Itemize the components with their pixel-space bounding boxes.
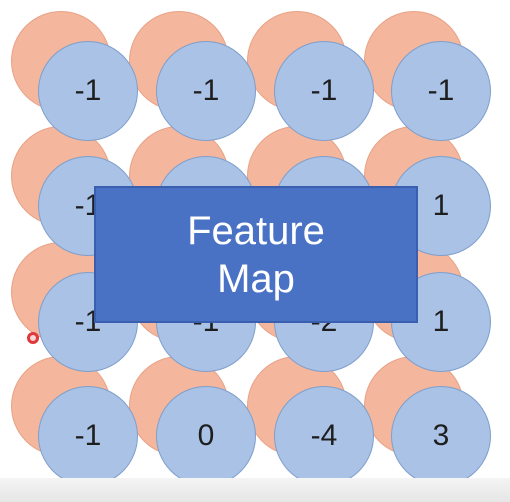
feature-value-circle: -1: [274, 41, 374, 141]
feature-value-circle: -4: [274, 386, 374, 486]
feature-value-circle: 0: [156, 386, 256, 486]
feature-value-circle: -1: [38, 386, 138, 486]
feature-map-box: Feature Map: [94, 186, 418, 323]
feature-value-circle: 3: [391, 386, 491, 486]
feature-value-circle: -1: [156, 41, 256, 141]
bottom-strip: [0, 478, 510, 502]
feature-value-circle: -1: [38, 41, 138, 141]
feature-map-label: Feature Map: [187, 208, 325, 301]
feature-value-circle: -1: [391, 41, 491, 141]
cursor-dot-icon: [27, 332, 39, 344]
